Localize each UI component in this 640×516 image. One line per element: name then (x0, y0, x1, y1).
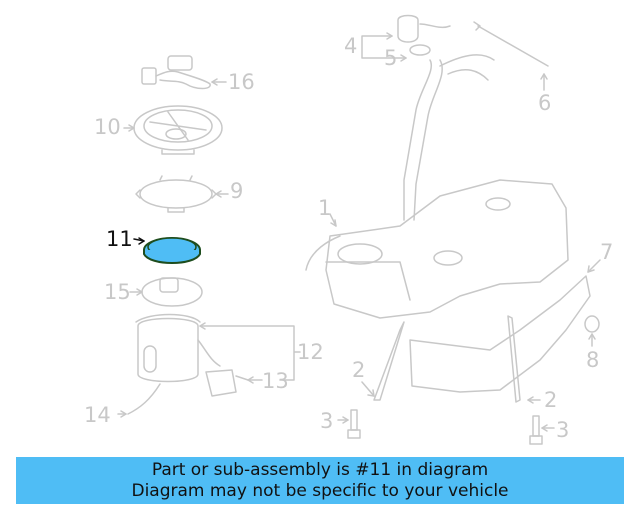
callout-4: 4 (344, 34, 358, 58)
callout-8: 8 (586, 348, 600, 372)
part-11-seal-icon (133, 237, 201, 264)
callout-14: 14 (84, 403, 111, 427)
callout-10: 10 (94, 115, 121, 139)
callout-11-highlighted: 11 (106, 227, 133, 251)
part-8-plug-icon (584, 315, 600, 347)
part-12-pump-body-icon (135, 313, 301, 383)
callout-5: 5 (384, 46, 398, 70)
part-14-harness-icon (117, 383, 161, 418)
callout-15: 15 (104, 280, 131, 304)
callout-16: 16 (228, 70, 255, 94)
filler-neck-icon (403, 54, 495, 221)
part-1-fuel-tank-icon (305, 179, 569, 319)
callout-9: 9 (230, 179, 244, 203)
callout-2b: 2 (544, 388, 558, 412)
banner-line-1: Part or sub-assembly is #11 in diagram (151, 459, 489, 480)
part-9-lockring-icon (135, 175, 229, 213)
part-15-pump-top-icon (129, 277, 203, 307)
callout-1: 1 (318, 196, 332, 220)
part-2-3-hardware-icon (337, 381, 555, 445)
callout-12: 12 (297, 340, 324, 364)
info-banner: Part or sub-assembly is #11 in diagram D… (16, 457, 624, 504)
part-7-strap-icon (373, 259, 601, 403)
callout-3a: 3 (320, 409, 334, 433)
part-16-connector-icon (141, 55, 227, 90)
banner-line-2: Diagram may not be specific to your vehi… (131, 480, 509, 501)
callout-13: 13 (262, 369, 289, 393)
callout-3b: 3 (556, 418, 570, 442)
part-4-5-cap-icon (361, 14, 451, 62)
callout-6: 6 (538, 91, 552, 115)
part-10-flange-icon (123, 105, 223, 155)
part-13-sensor-icon (205, 369, 263, 397)
callout-7: 7 (600, 240, 614, 264)
callout-2a: 2 (352, 358, 366, 382)
part-6-vent-icon (473, 21, 549, 91)
